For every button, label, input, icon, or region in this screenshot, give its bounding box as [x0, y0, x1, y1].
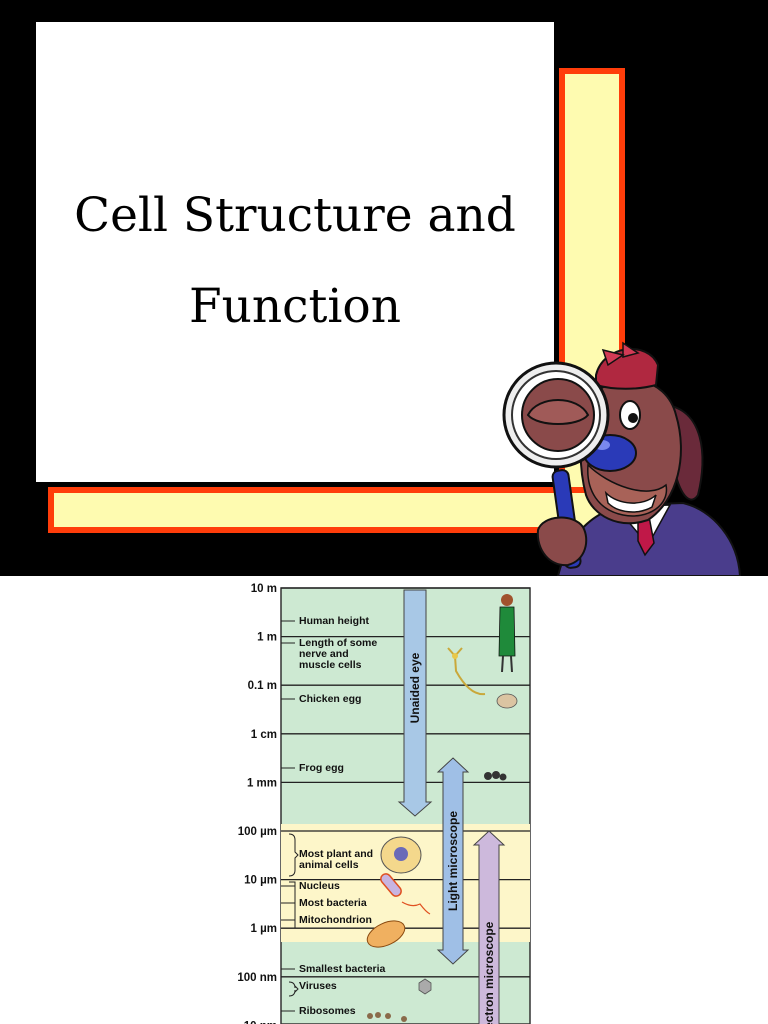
hat-bow — [601, 341, 640, 367]
accent-card-bottom — [48, 487, 608, 533]
nerve-cell-icon — [447, 647, 486, 696]
scale-tick-label: 1 m — [257, 632, 277, 644]
scale-item-label: nerve and — [299, 648, 349, 660]
scale-tick-label: 100 µm — [238, 826, 277, 838]
unaided-eye-arrow — [397, 589, 433, 817]
scale-item-label: Nucleus — [299, 880, 340, 892]
bracket — [288, 833, 299, 877]
frog-egg-icon — [484, 771, 507, 781]
scale-tick-label: 10 µm — [244, 875, 277, 887]
dog-mouth — [604, 490, 657, 513]
scale-item-label: animal cells — [299, 859, 359, 871]
dog-pupil — [628, 413, 638, 423]
scale-item-label: Chicken egg — [299, 693, 361, 705]
scale-svg: 10 m 1 m 0.1 m 1 cm 1 mm 100 µm 10 µm 1 µm 100 n… — [237, 583, 531, 1024]
animal-cell-icon — [380, 836, 422, 874]
scale-tick-label: 0.1 m — [248, 680, 277, 692]
bacterium-icon — [380, 873, 431, 915]
scale-item-label: Human height — [299, 615, 370, 627]
scale-tick-label: 1 µm — [251, 923, 277, 935]
slide-title: Cell Structure and Function — [36, 170, 554, 352]
range-label-light-microscope: Light microscope — [446, 811, 460, 911]
electron-microscope-arrow — [472, 830, 506, 1024]
scale-item-label: Length of some — [299, 637, 377, 649]
scale-item-label: Most plant and — [299, 848, 373, 860]
scale-tick-label: 1 mm — [247, 777, 277, 789]
magnified-eyelid — [526, 399, 590, 425]
scale-tick-label: 10 m — [251, 583, 277, 595]
scale-item-label: Viruses — [299, 980, 337, 992]
detective-dog-illustration — [502, 341, 742, 576]
bracket — [288, 981, 299, 997]
slide-title-line-2: Function — [189, 279, 401, 334]
bracket — [289, 881, 296, 929]
title-card: Cell Structure and Function — [36, 22, 554, 482]
human-figure-icon — [498, 594, 516, 673]
scale-item-label: Frog egg — [299, 762, 344, 774]
title-slide: Cell Structure and Function — [0, 0, 768, 576]
virus-icon — [418, 978, 432, 995]
size-scale-chart: 10 m 1 m 0.1 m 1 cm 1 mm 100 µm 10 µm 1 µm 100 n… — [0, 576, 768, 1024]
scale-tick-label: 10 nm — [244, 1020, 277, 1024]
dog-paw — [536, 516, 588, 567]
slide-title-line-1: Cell Structure and — [74, 188, 516, 243]
mitochondrion-icon — [366, 920, 406, 948]
light-microscope-arrow — [436, 757, 470, 965]
scale-tick-label: 100 nm — [237, 972, 277, 984]
scale-item-label: Mitochondrion — [299, 914, 372, 926]
range-label-unaided-eye: Unaided eye — [408, 652, 422, 723]
scale-item-label: Smallest bacteria — [299, 963, 386, 975]
chicken-egg-icon — [496, 693, 518, 709]
scale-item-label: muscle cells — [299, 659, 362, 671]
ribosome-icon — [367, 1012, 407, 1022]
scale-item-label: Most bacteria — [299, 897, 367, 909]
scale-tick-label: 1 cm — [251, 729, 277, 741]
range-label-electron-microscope: Electron microscope — [482, 921, 496, 1024]
scale-item-label: Ribosomes — [299, 1005, 356, 1017]
